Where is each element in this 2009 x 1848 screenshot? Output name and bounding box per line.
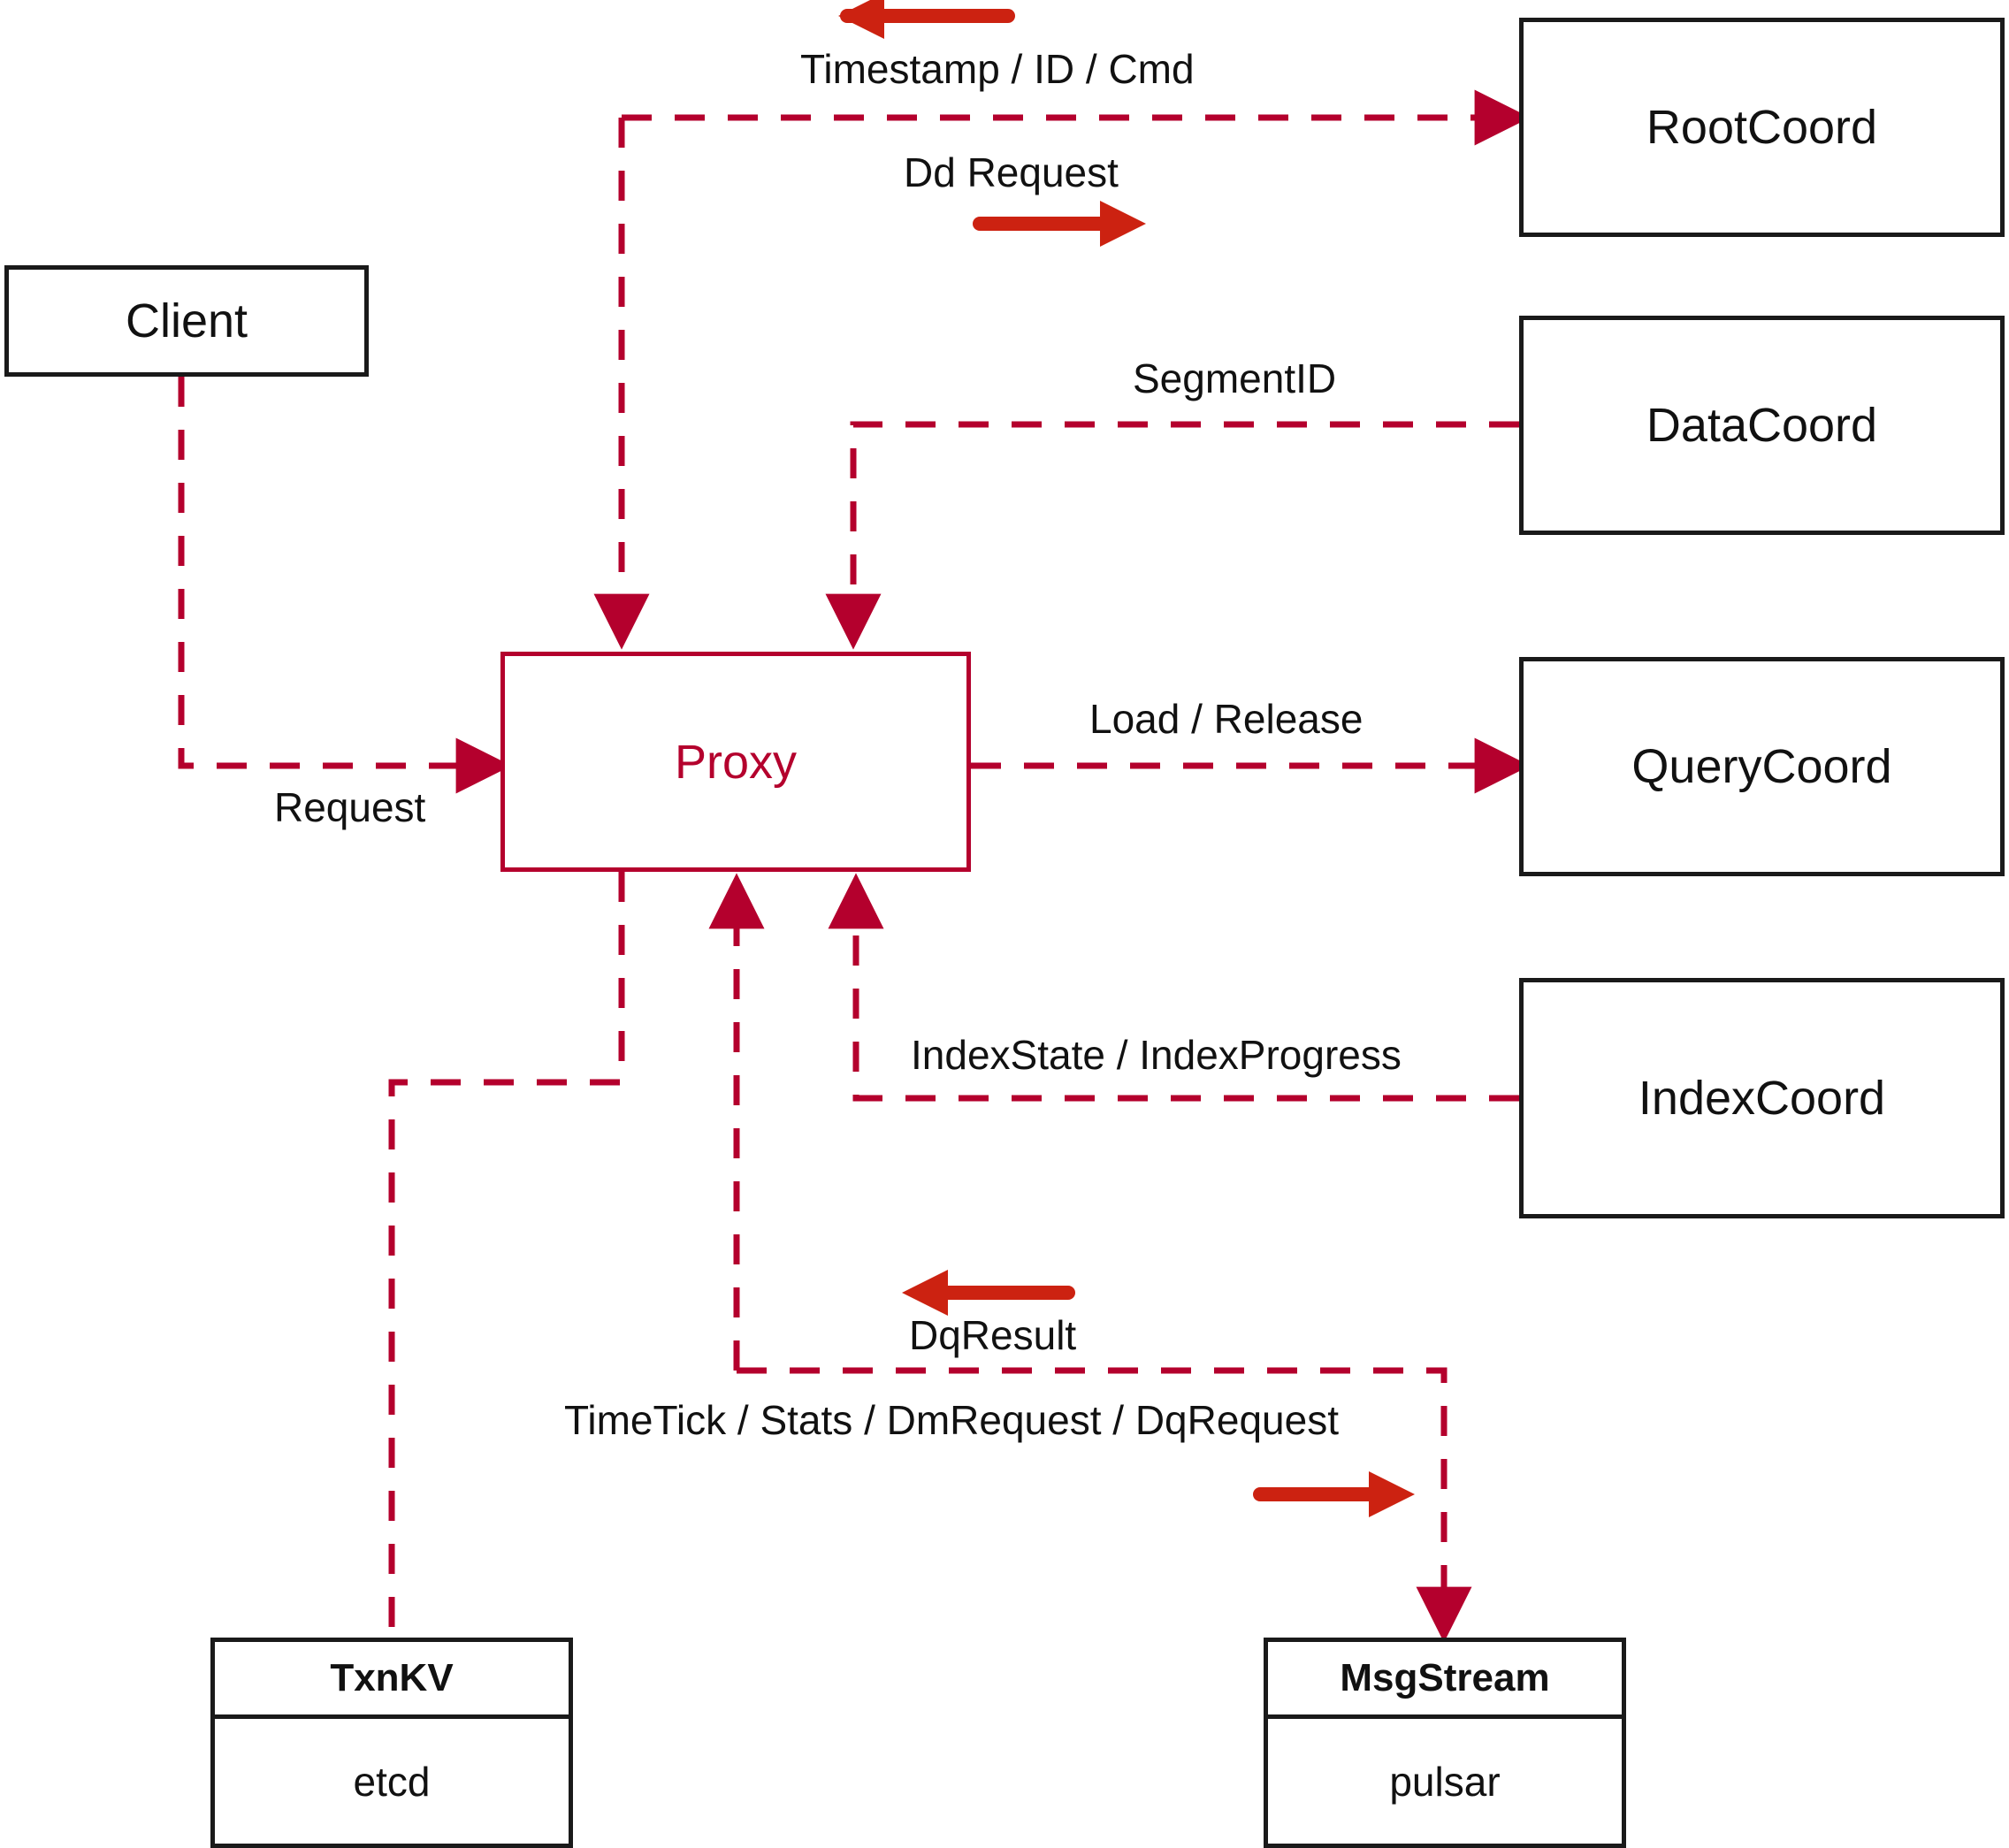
node-txnkv-header: TxnKV (215, 1642, 569, 1719)
node-proxy[interactable]: Proxy (500, 652, 971, 872)
edge-proxy-rootcoord (593, 89, 1531, 650)
direction-arrow-dd-request (973, 201, 1146, 247)
edge-label-segmentid: SegmentID (1133, 355, 1337, 401)
node-msgstream-body: pulsar (1268, 1719, 1622, 1844)
edge-label-request: Request (274, 784, 426, 830)
edge-label-indexstate: IndexState / IndexProgress (911, 1032, 1402, 1078)
node-msgstream-body-label: pulsar (1389, 1758, 1501, 1805)
node-rootcoord-label: RootCoord (1646, 101, 1878, 154)
node-txnkv-header-label: TxnKV (330, 1656, 454, 1699)
node-datacoord[interactable]: DataCoord (1519, 316, 2005, 535)
node-txnkv[interactable]: TxnKV etcd (210, 1638, 573, 1848)
node-client[interactable]: Client (4, 265, 369, 377)
direction-arrow-timetick (1253, 1471, 1415, 1517)
edge-client-proxy (178, 377, 512, 794)
node-msgstream-header: MsgStream (1268, 1642, 1622, 1719)
node-txnkv-body-label: etcd (353, 1758, 431, 1805)
edge-proxy-msgstream (708, 873, 1472, 1643)
node-txnkv-body: etcd (215, 1719, 569, 1844)
edge-label-dd-request: Dd Request (904, 149, 1119, 195)
node-indexcoord-label: IndexCoord (1638, 1072, 1886, 1125)
edge-label-timestamp-id-cmd: Timestamp / ID / Cmd (800, 46, 1195, 92)
node-querycoord[interactable]: QueryCoord (1519, 657, 2005, 876)
edge-label-dqresult: DqResult (909, 1312, 1077, 1358)
direction-arrow-timestamp (838, 0, 1015, 39)
node-datacoord-label: DataCoord (1646, 399, 1878, 452)
node-proxy-label: Proxy (674, 735, 798, 789)
edge-proxy-txnkv (388, 872, 625, 1638)
node-msgstream-header-label: MsgStream (1340, 1656, 1550, 1699)
edge-indexcoord-proxy (828, 873, 1519, 1102)
edge-label-timetick: TimeTick / Stats / DmRequest / DqRequest (564, 1397, 1339, 1443)
node-indexcoord[interactable]: IndexCoord (1519, 978, 2005, 1218)
node-client-label: Client (125, 294, 248, 347)
direction-arrow-dqresult (902, 1270, 1075, 1316)
edge-label-load-release: Load / Release (1089, 696, 1364, 742)
node-msgstream[interactable]: MsgStream pulsar (1264, 1638, 1626, 1848)
node-querycoord-label: QueryCoord (1631, 740, 1892, 793)
node-rootcoord[interactable]: RootCoord (1519, 18, 2005, 237)
edge-datacoord-proxy (825, 421, 1519, 650)
